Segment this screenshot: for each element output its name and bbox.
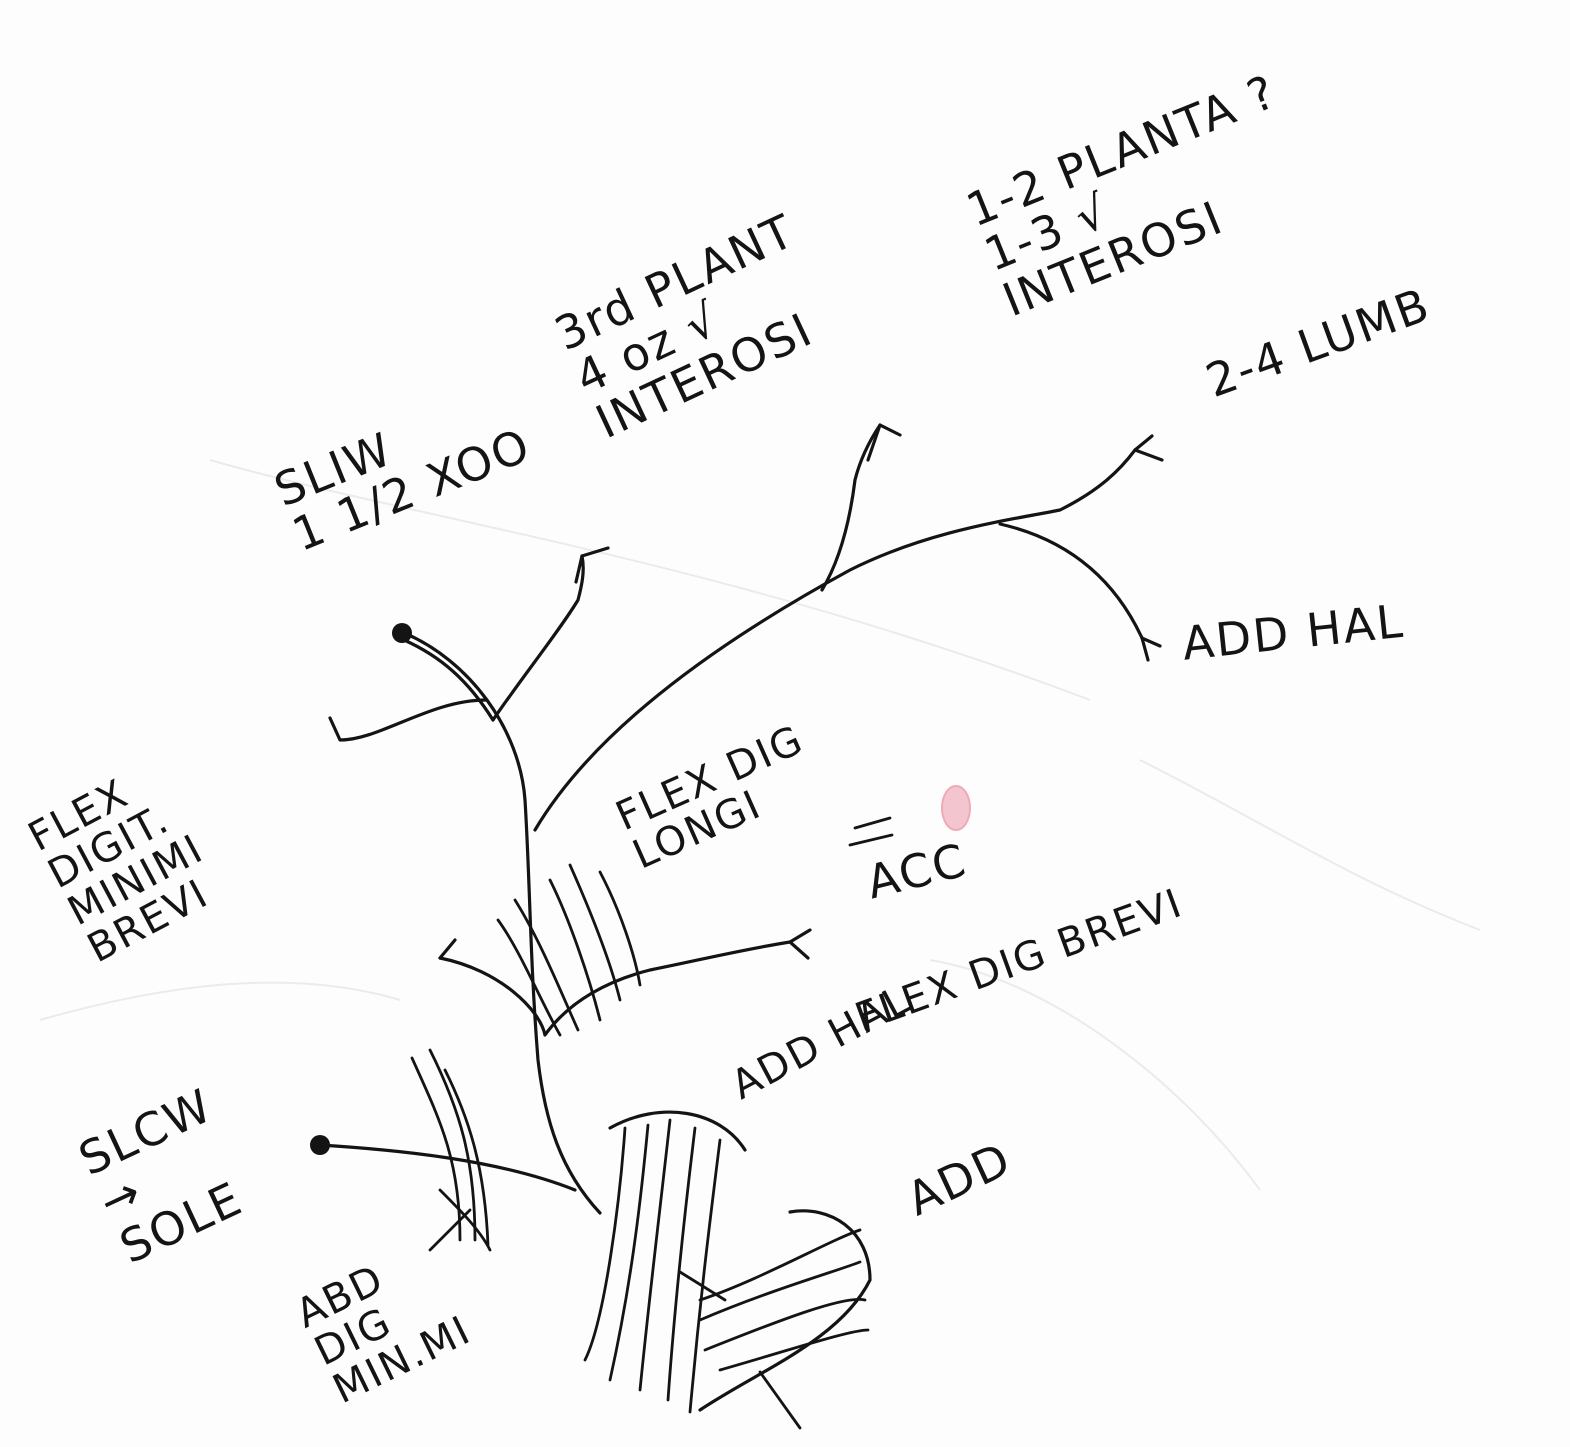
branch-sole (320, 1145, 575, 1190)
arrow-interosi-3 (868, 425, 900, 460)
arrow-lumb (1135, 436, 1162, 460)
fan-muscle-upper (585, 1112, 745, 1412)
branch-main-lateral (535, 450, 1135, 830)
hatching-abd (412, 1050, 490, 1250)
branch-flex-minimi (330, 700, 486, 740)
origin-dot-upper (392, 623, 412, 643)
acc-mark (850, 818, 892, 845)
origin-dot-lower (310, 1135, 330, 1155)
branch-upper-small (493, 556, 583, 720)
pink-stain (942, 786, 970, 830)
trunk-double-line (404, 640, 493, 720)
arrow-flex-brevi (440, 930, 810, 958)
arrow-add-hal-upper (1142, 638, 1160, 660)
branch-flex-brevi (440, 942, 790, 1035)
branch-add-hal-upper (1000, 524, 1142, 638)
